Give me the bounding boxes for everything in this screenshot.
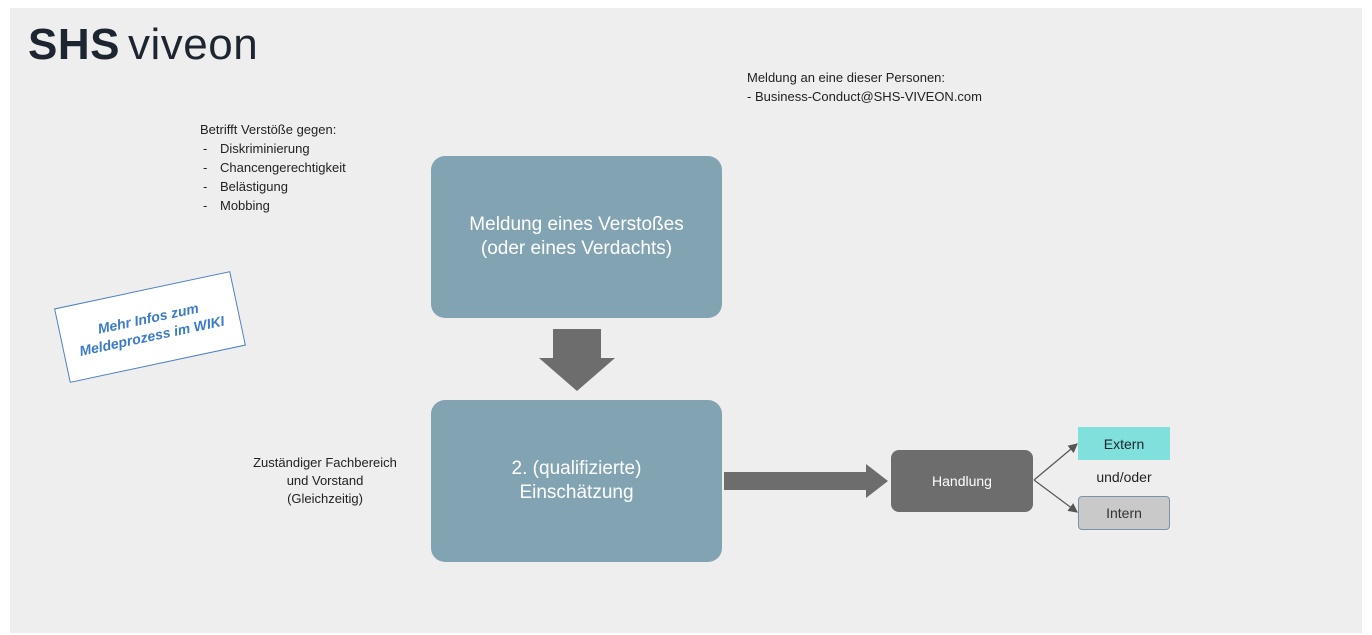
dept-line1: Zuständiger Fachbereich [253, 455, 397, 470]
report-recipients: Meldung an eine dieser Personen: - Busin… [747, 68, 982, 106]
down-arrow-icon [539, 329, 615, 391]
violation-item: Belästigung [200, 177, 346, 196]
action-label: Handlung [932, 473, 992, 489]
violation-item: Diskriminierung [200, 139, 346, 158]
branch-arrows-icon [1033, 443, 1078, 513]
violations-list-block: Betrifft Verstöße gegen: Diskriminierung… [200, 120, 346, 215]
intern-label: Intern [1106, 505, 1142, 521]
action-box: Handlung [891, 450, 1033, 512]
responsible-department-note: Zuständiger Fachbereich und Vorstand (Gl… [240, 454, 410, 508]
report-box-line1: Meldung eines Verstoßes [469, 214, 684, 235]
violations-list: Diskriminierung Chancengerechtigkeit Bel… [200, 139, 346, 215]
qualified-assessment-box: 2. (qualifizierte) Einschätzung [431, 400, 722, 562]
logo-bold-text: SHS [28, 20, 120, 69]
assess-box-line1: 2. (qualifizierte) [511, 458, 642, 479]
extern-outcome-box: Extern [1078, 427, 1170, 460]
intern-outcome-box: Intern [1078, 496, 1170, 530]
and-or-connector: und/oder [1096, 469, 1152, 485]
violations-heading: Betrifft Verstöße gegen: [200, 122, 337, 137]
report-box-line2: (oder eines Verdachts) [480, 238, 673, 259]
wiki-info-link[interactable]: Mehr Infos zum Meldeprozess im WIKI [54, 271, 246, 383]
assess-box-line2: Einschätzung [519, 482, 634, 503]
extern-label: Extern [1103, 435, 1145, 452]
violation-item: Mobbing [200, 196, 346, 215]
violation-item: Chancengerechtigkeit [200, 158, 346, 177]
right-arrow-icon [724, 464, 888, 498]
logo-light-text: viveon [127, 20, 259, 69]
report-violation-box: Meldung eines Verstoßes (oder eines Verd… [431, 156, 722, 318]
dept-line2: und Vorstand [286, 473, 364, 488]
dept-line3: (Gleichzeitig) [287, 491, 363, 506]
report-recipients-contact: - Business-Conduct@SHS-VIVEON.com [747, 89, 982, 104]
report-recipients-heading: Meldung an eine dieser Personen: [747, 70, 946, 85]
